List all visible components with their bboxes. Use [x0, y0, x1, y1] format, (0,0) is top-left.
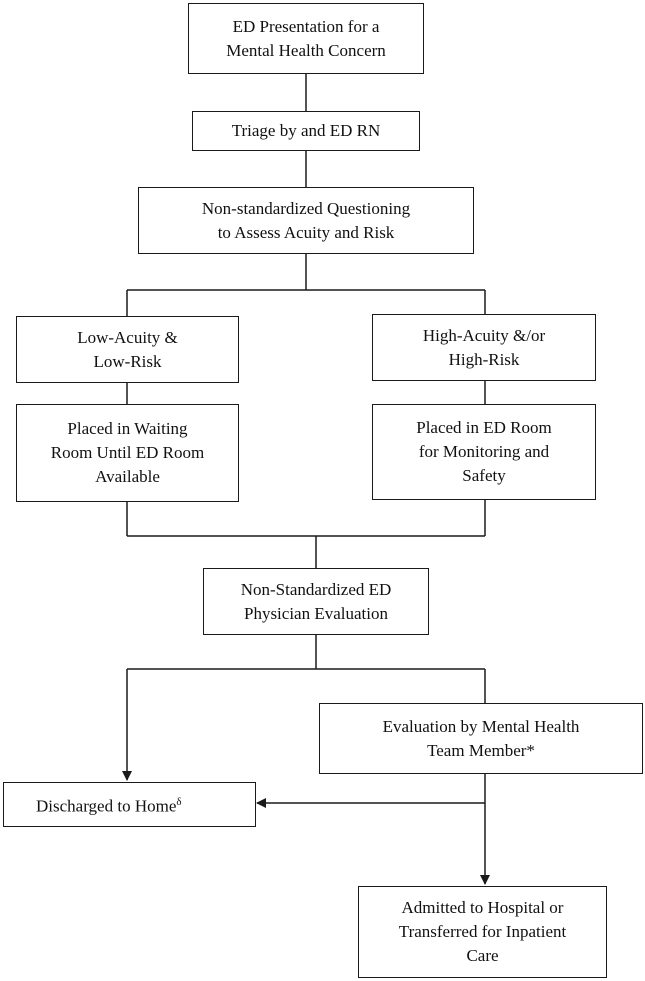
discharged-label: Discharged to Home — [36, 796, 177, 816]
node-text: Evaluation by Mental Health — [382, 716, 580, 736]
node-text: Room Until ED Room — [50, 443, 205, 462]
node-text: ED Presentation for a — [232, 16, 380, 36]
node-text: Safety — [462, 466, 506, 485]
node-ed-room: Placed in ED Room for Monitoring and Saf… — [372, 404, 596, 500]
node-text: Non-Standardized ED — [240, 579, 392, 599]
node-waiting-room: Placed in Waiting Room Until ED Room Ava… — [16, 404, 239, 502]
node-text: Transferred for Inpatient — [398, 922, 567, 941]
delta-footnote-mark: δ — [176, 796, 182, 809]
node-text: Placed in ED Room — [416, 418, 552, 437]
node-text: Care — [466, 946, 499, 965]
node-text: for Monitoring and — [418, 442, 550, 461]
node-text: Available — [95, 467, 160, 486]
node-text: Physician Evaluation — [243, 603, 388, 623]
node-questioning: Non-standardized Questioning to Assess A… — [138, 187, 474, 254]
node-text: Low-Acuity & — [77, 327, 178, 347]
node-physician-evaluation: Non-Standardized ED Physician Evaluation — [203, 568, 429, 635]
node-text: Non-standardized Questioning — [201, 198, 411, 218]
node-text: Team Member* — [427, 740, 535, 760]
node-text: High-Acuity &/or — [422, 325, 546, 345]
node-text: High-Risk — [448, 349, 520, 369]
node-text: Discharged to Homeδ — [36, 790, 182, 819]
node-text: Triage by and ED RN — [231, 121, 381, 140]
node-low-acuity-low-risk: Low-Acuity & Low-Risk — [16, 316, 239, 383]
node-ed-presentation: ED Presentation for a Mental Health Conc… — [188, 3, 424, 74]
node-text: Placed in Waiting — [67, 419, 188, 438]
node-text: Mental Health Concern — [226, 40, 386, 60]
node-high-acuity-high-risk: High-Acuity &/or High-Risk — [372, 314, 596, 381]
node-admitted-transferred: Admitted to Hospital or Transferred for … — [358, 886, 607, 978]
node-triage: Triage by and ED RN — [192, 111, 420, 151]
node-text: Low-Risk — [93, 351, 162, 371]
node-text: to Assess Acuity and Risk — [217, 222, 395, 242]
node-discharged-home: Discharged to Homeδ — [3, 782, 256, 827]
node-mental-health-evaluation: Evaluation by Mental Health Team Member* — [319, 703, 643, 774]
node-text: Admitted to Hospital or — [401, 898, 564, 917]
